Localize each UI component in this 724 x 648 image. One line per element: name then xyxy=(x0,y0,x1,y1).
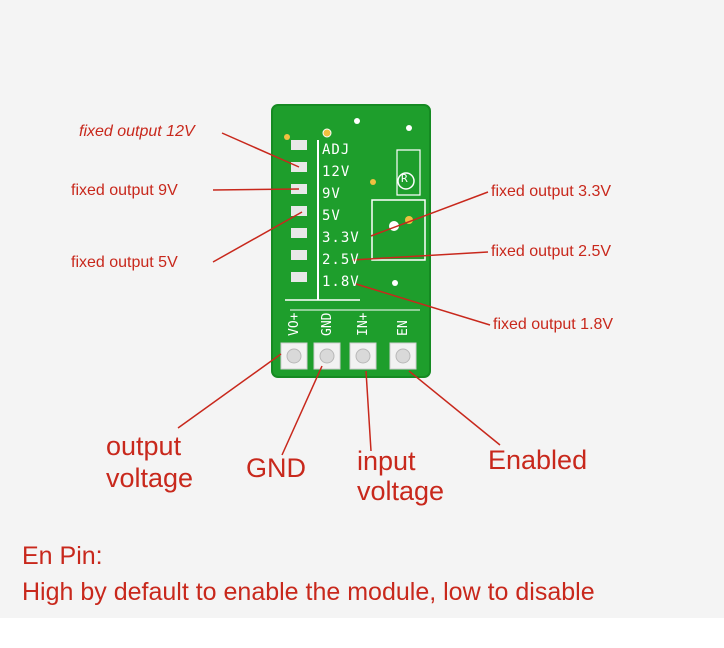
pin-label-vout: VO+ xyxy=(287,312,302,336)
via xyxy=(406,125,412,131)
callout-enabled: Enabled xyxy=(488,445,588,475)
vias xyxy=(284,118,413,286)
leader-5v xyxy=(212,211,303,263)
bottom-margin xyxy=(0,618,724,648)
leader-1v8 xyxy=(355,283,491,326)
pad-en xyxy=(389,342,417,370)
callout-input-voltage-line2: voltage xyxy=(357,476,445,506)
callout-output-voltage-line1: output xyxy=(106,431,182,461)
callout-gnd: GND xyxy=(246,453,306,483)
pcb-label-5v: 5V xyxy=(322,208,341,224)
leader-vin xyxy=(365,370,372,452)
pcb-label-2v5: 2.5V xyxy=(322,252,360,268)
pad-hole xyxy=(286,348,302,364)
via xyxy=(370,179,376,185)
leader-2v5 xyxy=(351,251,489,261)
pad-hole xyxy=(355,348,371,364)
via xyxy=(322,128,332,138)
via xyxy=(392,280,398,286)
callout-5v: fixed output 5V xyxy=(71,254,178,271)
callout-output-voltage: output voltage xyxy=(106,430,193,494)
jumper-pad xyxy=(291,140,307,150)
leader-gnd xyxy=(281,365,323,456)
leader-en xyxy=(408,370,501,446)
header-pads xyxy=(280,342,417,370)
pcb-label-12v: 12V xyxy=(322,164,351,180)
callout-input-voltage-line1: input xyxy=(357,446,416,476)
leader-lines xyxy=(177,132,501,456)
jumper-pad xyxy=(291,228,307,238)
jumper-pad xyxy=(291,206,307,216)
note-body: High by default to enable the module, lo… xyxy=(22,578,595,606)
pcb-label-1v8: 1.8V xyxy=(322,274,360,290)
leader-3v3 xyxy=(370,191,489,237)
via xyxy=(284,134,290,140)
callout-12v: fixed output 12V xyxy=(79,123,195,140)
callout-2v5: fixed output 2.5V xyxy=(491,243,612,260)
via xyxy=(354,118,360,124)
component-outline xyxy=(371,199,426,261)
jumper-pad xyxy=(291,250,307,260)
callout-3v3: fixed output 3.3V xyxy=(491,183,612,200)
registered-mark: R xyxy=(401,172,409,185)
callout-input-voltage: input voltage xyxy=(357,445,444,507)
pcb-edge xyxy=(271,104,431,378)
pcb-label-3v3: 3.3V xyxy=(322,230,360,246)
component-outline xyxy=(396,149,421,196)
callout-output-voltage-line2: voltage xyxy=(106,463,194,493)
leader-9v xyxy=(212,188,300,191)
pcb-board xyxy=(272,105,430,377)
pin-label-en: EN xyxy=(396,320,411,336)
pad-hole xyxy=(395,348,411,364)
note-title: En Pin: xyxy=(22,542,103,570)
registered-mark-ring xyxy=(397,172,415,190)
pad-hole xyxy=(319,348,335,364)
pcb-label-9v: 9V xyxy=(322,186,341,202)
pin-label-gnd: GND xyxy=(320,312,335,336)
leader-12v xyxy=(221,132,300,168)
leader-vout xyxy=(177,353,282,429)
pcb-label-adj: ADJ xyxy=(322,142,351,158)
jumper-pad xyxy=(291,272,307,282)
callout-9v: fixed output 9V xyxy=(71,182,178,199)
callout-1v8: fixed output 1.8V xyxy=(493,316,614,333)
pin-label-vin: IN+ xyxy=(356,312,371,336)
